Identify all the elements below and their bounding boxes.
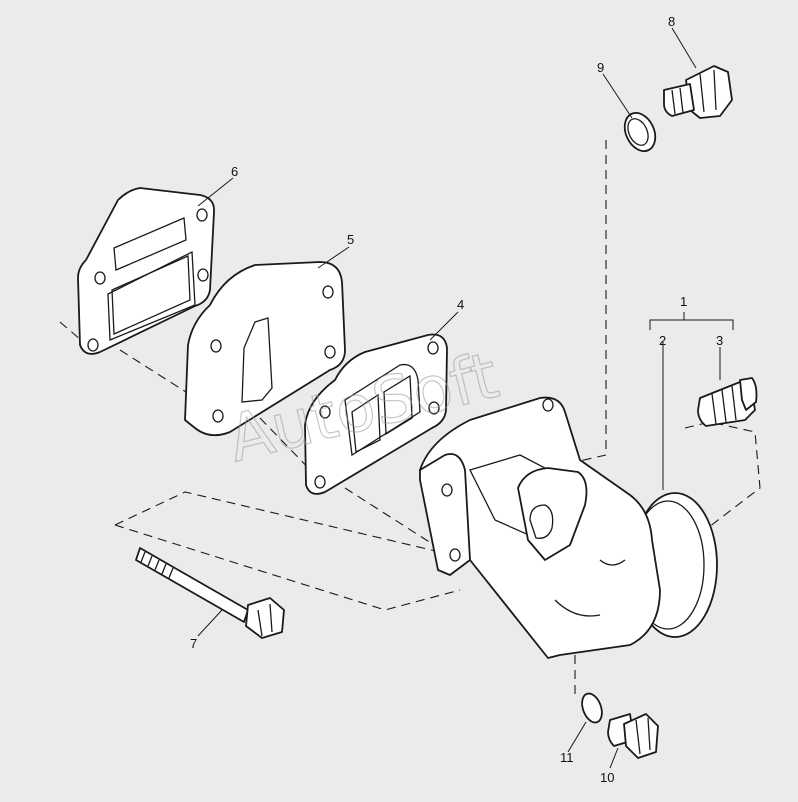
part-5-cover-plate [184,261,346,437]
part-11-ring [581,692,603,724]
part-1-pump-assembly [419,396,718,659]
assembly-axis-lines [59,140,761,700]
callout-1: 1 [680,294,687,309]
part-9-sealing-ring [623,112,657,152]
callout-8: 8 [668,14,675,29]
part-3-fitting [697,377,758,427]
callout-10: 10 [600,770,614,785]
callout-labels: 6 5 4 8 9 1 2 3 7 11 10 [190,14,723,785]
leader-lines [197,27,734,769]
callout-6: 6 [231,164,238,179]
part-10-drain-bolt [607,713,659,759]
callout-11: 11 [560,750,574,765]
part-4-gasket [304,333,448,495]
callout-3: 3 [716,333,723,348]
part-7-bolt [135,547,285,639]
part-6-gasket [77,187,215,355]
callout-4: 4 [457,297,464,312]
callout-9: 9 [597,60,604,75]
callout-7: 7 [190,636,197,651]
part-8-plug-bolt [663,65,733,119]
callout-5: 5 [347,232,354,247]
callout-2: 2 [659,333,666,348]
